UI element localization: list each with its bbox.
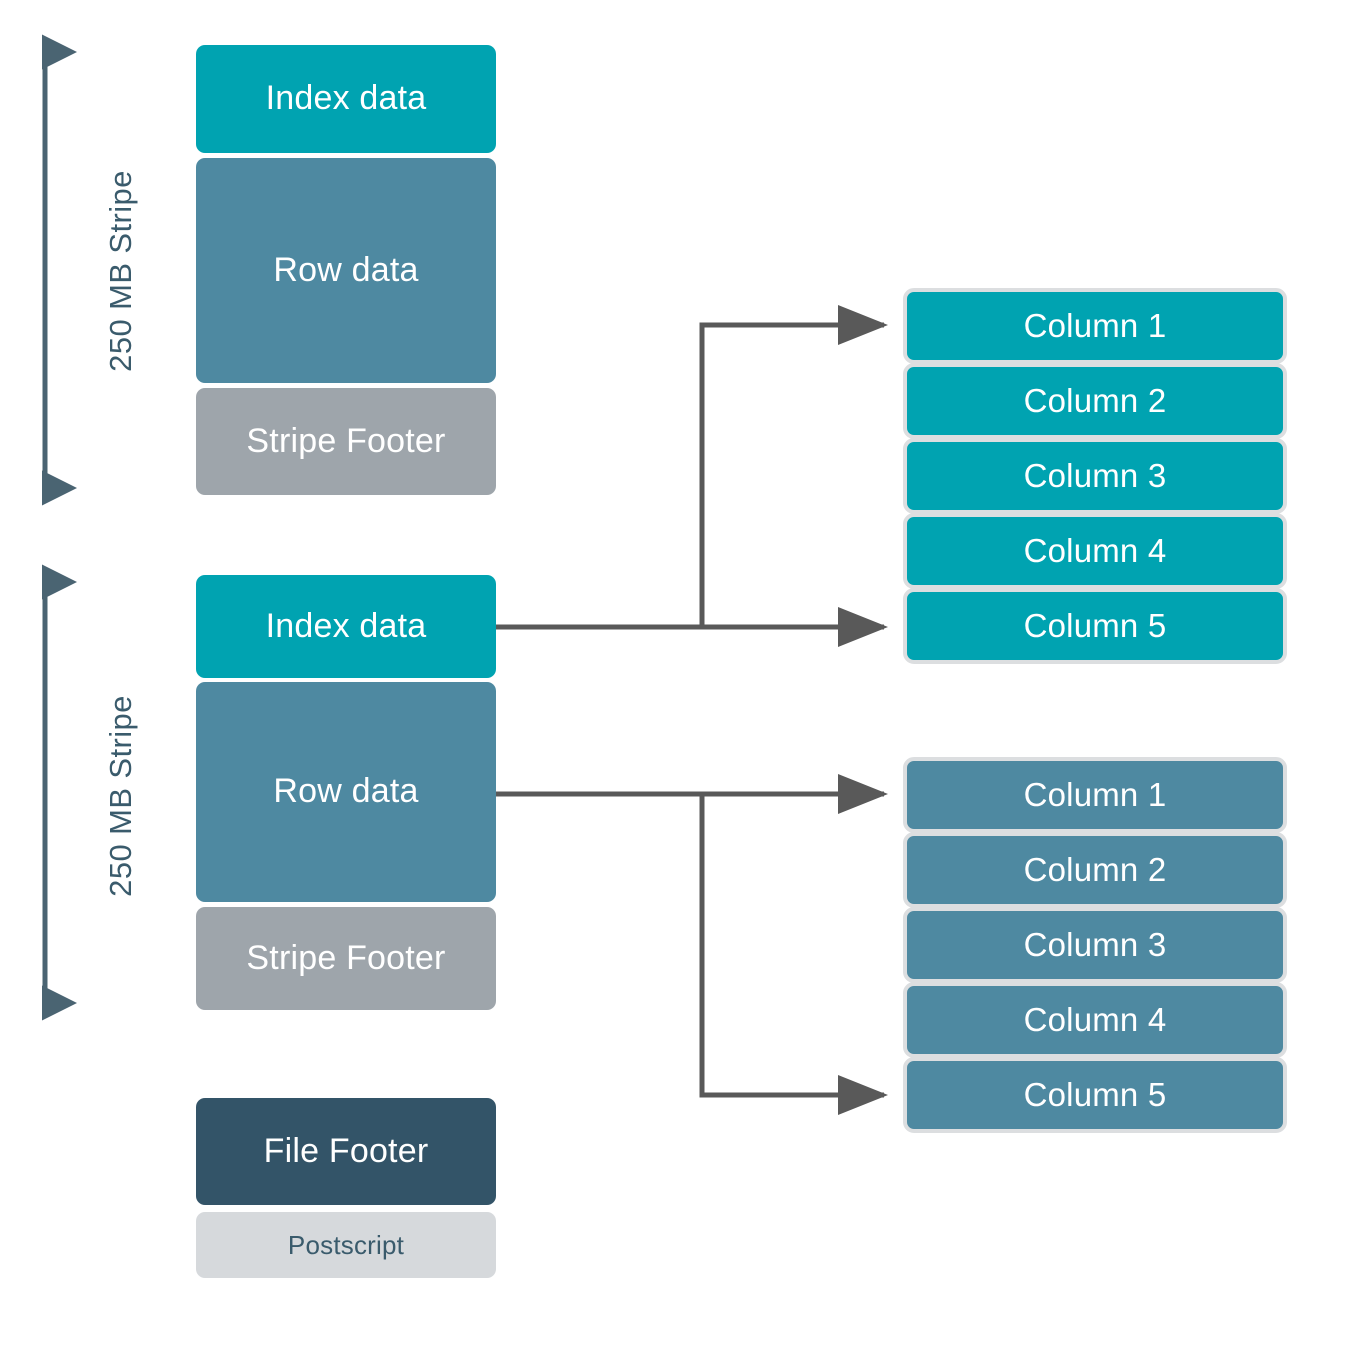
postscript-block[interactable]: Postscript	[196, 1212, 496, 1278]
row-data-columns-column-1[interactable]: Column 1	[903, 757, 1287, 833]
row-data-columns-column-4[interactable]: Column 4	[903, 982, 1287, 1058]
connector-row-data-to-row-columns	[496, 774, 889, 1115]
row-data-columns-column-3[interactable]: Column 3	[903, 907, 1287, 983]
index-columns-column-2[interactable]: Column 2	[903, 363, 1287, 439]
stripe-1-index-data[interactable]: Index data	[196, 45, 496, 153]
stripe-2-stripe-footer[interactable]: Stripe Footer	[196, 907, 496, 1010]
stripe-1-stripe-footer[interactable]: Stripe Footer	[196, 388, 496, 495]
row-data-columns-column-2[interactable]: Column 2	[903, 832, 1287, 908]
stripe-1-row-data[interactable]: Row data	[196, 158, 496, 383]
row-data-columns-column-5[interactable]: Column 5	[903, 1057, 1287, 1133]
index-columns-column-1[interactable]: Column 1	[903, 288, 1287, 364]
index-columns-column-3[interactable]: Column 3	[903, 438, 1287, 514]
connector-index-data-to-index-columns	[496, 305, 889, 647]
index-columns-column-5[interactable]: Column 5	[903, 588, 1287, 664]
stripe-2-row-data[interactable]: Row data	[196, 682, 496, 902]
stripe-1-dimension-label: 250 MB Stripe	[103, 170, 138, 372]
file-footer-block[interactable]: File Footer	[196, 1098, 496, 1205]
stripe-2-index-data[interactable]: Index data	[196, 575, 496, 678]
index-columns-column-4[interactable]: Column 4	[903, 513, 1287, 589]
stripe-2-dimension-label: 250 MB Stripe	[103, 695, 138, 897]
